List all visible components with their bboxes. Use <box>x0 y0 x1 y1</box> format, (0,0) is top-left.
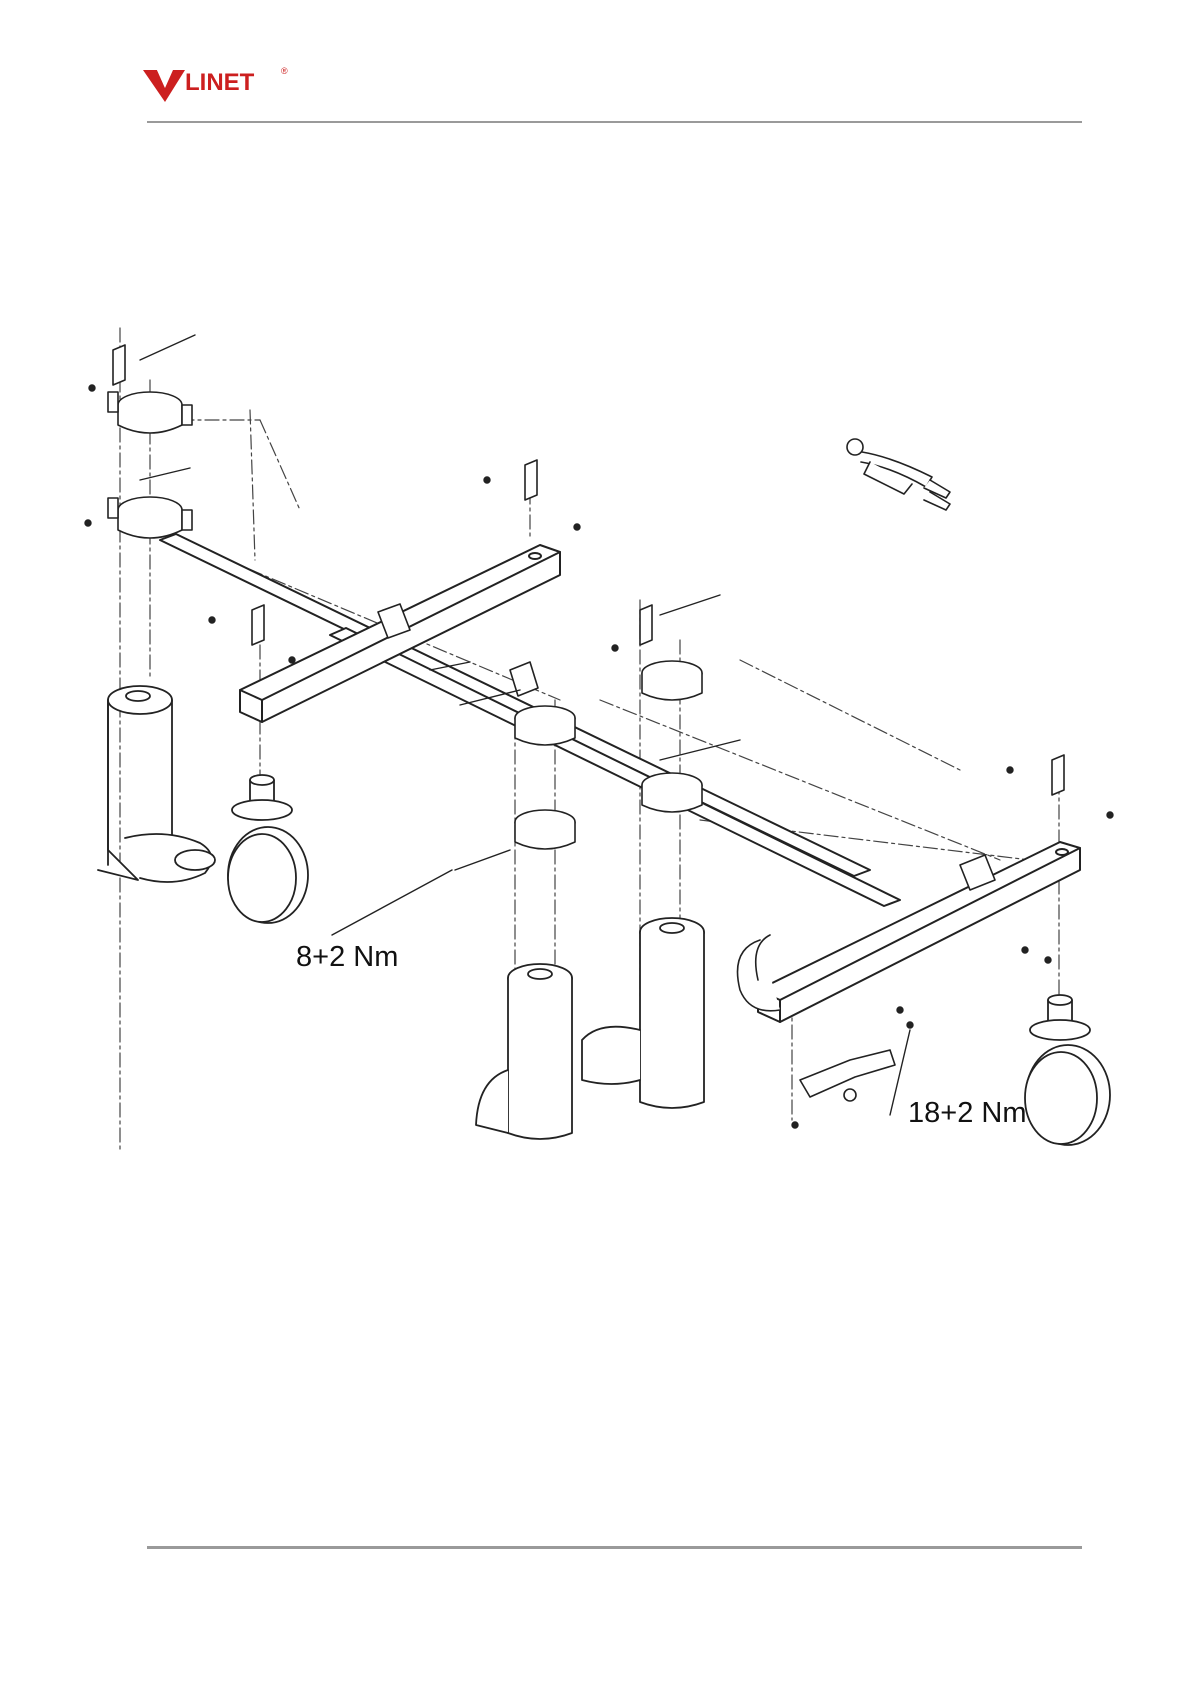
torque-label-large: 18+2 Nm <box>908 1097 1026 1130</box>
patient-orientation-icon <box>847 439 950 510</box>
torque-label-small: 8+2 Nm <box>296 941 398 974</box>
footer-rule <box>147 1546 1082 1549</box>
pedal-linkage <box>800 1050 895 1101</box>
bolts <box>85 335 1113 1128</box>
top-brackets <box>113 345 1064 795</box>
